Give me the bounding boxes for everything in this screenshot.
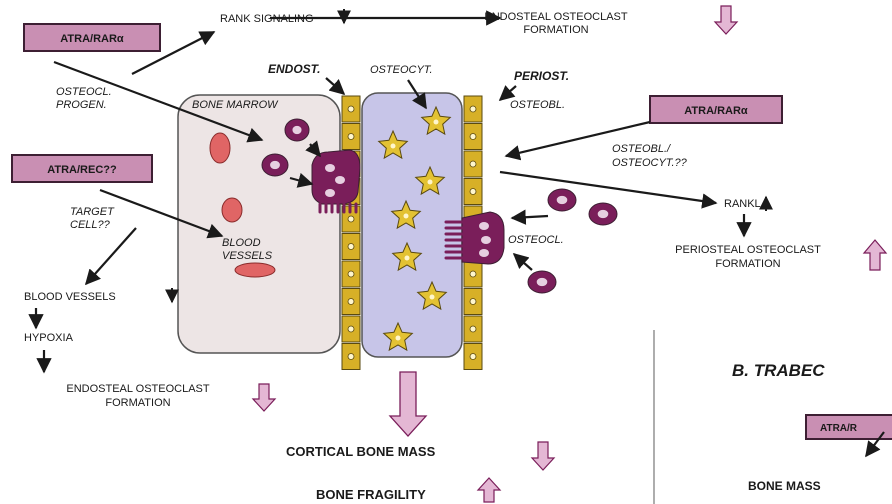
endosteal-bottom-line1: ENDOSTEAL OSTEOCLAST: [66, 383, 210, 395]
arrow-precursor-to-peri-oc-1: [512, 216, 548, 218]
endosteal-lining: [342, 96, 360, 370]
blood-vessel-3: [235, 263, 275, 277]
endosteal-lining-cell-nucleus: [348, 299, 354, 305]
osteocyte-nucleus: [434, 120, 439, 125]
endosteal-lining-cell-nucleus: [348, 326, 354, 332]
periost-label: PERIOST.: [514, 69, 569, 83]
endosteal-lining-cell-nucleus: [348, 216, 354, 222]
osteocyte-nucleus: [428, 180, 433, 185]
osteobl-osteocyt-line1: OSTEOBL./: [612, 143, 671, 155]
blood-vessels-label-line2: VESSELS: [222, 250, 273, 262]
atra-rar-box-top-label: ATRA/RARα: [60, 33, 124, 45]
endosteal-osteoclast-ruffled-border: [320, 204, 356, 212]
pink-arrow-periosteal-up: [864, 240, 886, 270]
periosteal-precursor-nucleus: [537, 278, 548, 286]
osteobl-label: OSTEOBL.: [510, 99, 565, 111]
osteoclast-nucleus: [481, 236, 491, 244]
bone-fragility-label: BONE FRAGILITY: [316, 487, 426, 502]
bone-marrow-region: [178, 95, 340, 353]
endosteal-lining-cell-nucleus: [348, 106, 354, 112]
target-cell-line1: TARGET: [70, 206, 115, 218]
endosteal-top-line1: ENDOSTEAL OSTEOCLAST: [484, 11, 628, 23]
osteobl-osteocyt-line2: OSTEOCYT.??: [612, 157, 688, 169]
atra-r-box-bottom-right-label: ATRA/R: [820, 423, 858, 434]
endosteal-lining-cell-nucleus: [348, 134, 354, 140]
arrow-endost-label: [326, 78, 344, 94]
osteocyte-nucleus: [405, 256, 410, 261]
osteoclast-progenitor-nucleus: [292, 126, 301, 134]
periosteal-lining-cell-nucleus: [470, 326, 476, 332]
periosteal-line2: FORMATION: [715, 258, 780, 270]
periosteal-line1: PERIOSTEAL OSTEOCLAST: [675, 244, 821, 256]
endosteal-lining-cell-nucleus: [348, 354, 354, 360]
osteocyt-label: OSTEOCYT.: [370, 64, 433, 76]
periosteal-lining-cell-nucleus: [470, 354, 476, 360]
osteocyte-nucleus: [396, 336, 401, 341]
osteocl-label: OSTEOCL.: [508, 234, 564, 246]
periosteal-lining-cell-nucleus: [470, 106, 476, 112]
arrow-precursor-to-peri-oc-2: [514, 254, 532, 270]
pink-arrow-endosteal-top-down: [715, 6, 737, 34]
cortical-bone-mass-label: CORTICAL BONE MASS: [286, 444, 436, 459]
blood-vessels-down-label: BLOOD VESSELS: [24, 291, 116, 303]
osteocl-progen-line1: OSTEOCL.: [56, 86, 112, 98]
atra-rec-box-label: ATRA/REC??: [47, 164, 117, 176]
periosteal-lining-cell-nucleus: [470, 189, 476, 195]
pink-arrow-cortical-big-down: [390, 372, 426, 436]
endost-label: ENDOST.: [268, 62, 320, 76]
endosteal-osteoclast: [312, 150, 360, 204]
blood-vessel-2: [222, 198, 242, 222]
endosteal-lining-cell-nucleus: [348, 271, 354, 277]
arrow-target-to-vessels-down: [86, 228, 136, 284]
atra-rar-box-right-label: ATRA/RARα: [684, 105, 748, 117]
rankl-label: RANKL: [724, 198, 761, 210]
blood-vessel-1: [210, 133, 230, 163]
periosteal-lining-cell-nucleus: [470, 161, 476, 167]
pink-arrow-endosteal-bottom-down: [253, 384, 275, 411]
endosteal-lining-cell-nucleus: [348, 244, 354, 250]
arrow-periost-label: [500, 86, 516, 100]
endosteal-bottom-line2: FORMATION: [105, 397, 170, 409]
osteoclast-nucleus: [325, 164, 335, 172]
pink-arrow-cortical-mass-down: [532, 442, 554, 470]
blood-vessels-label-line1: BLOOD: [222, 237, 261, 249]
trabecular-section-title: B. TRABEC: [732, 361, 825, 380]
osteocyte-nucleus: [404, 214, 409, 219]
bone-marrow-label: BONE MARROW: [192, 99, 279, 111]
periosteal-precursor-nucleus: [557, 196, 568, 204]
bone-mass-label: BONE MASS: [748, 479, 821, 493]
periosteal-precursor-nucleus: [598, 210, 609, 218]
hypoxia-label: HYPOXIA: [24, 332, 74, 344]
osteocyte-nucleus: [430, 295, 435, 300]
periosteal-lining-cell-nucleus: [470, 271, 476, 277]
periosteal-lining-cell-nucleus: [470, 299, 476, 305]
periosteal-osteoclast-ruffled-border: [446, 222, 462, 258]
arrow-periosteum-to-rankl: [500, 172, 716, 203]
target-cell-line2: CELL??: [70, 219, 111, 231]
periosteal-lining-cell-nucleus: [470, 134, 476, 140]
osteoclast-nucleus: [335, 176, 345, 184]
osteocyte-nucleus: [391, 144, 396, 149]
endosteal-top-line2: FORMATION: [523, 24, 588, 36]
osteoclast-progenitor-nucleus: [270, 161, 280, 169]
osteocl-progen-line2: PROGEN.: [56, 99, 107, 111]
osteoclast-nucleus: [325, 189, 335, 197]
pink-arrow-fragility-up: [478, 478, 500, 502]
osteoclast-nucleus: [479, 222, 489, 230]
osteoclast-nucleus: [479, 249, 489, 257]
